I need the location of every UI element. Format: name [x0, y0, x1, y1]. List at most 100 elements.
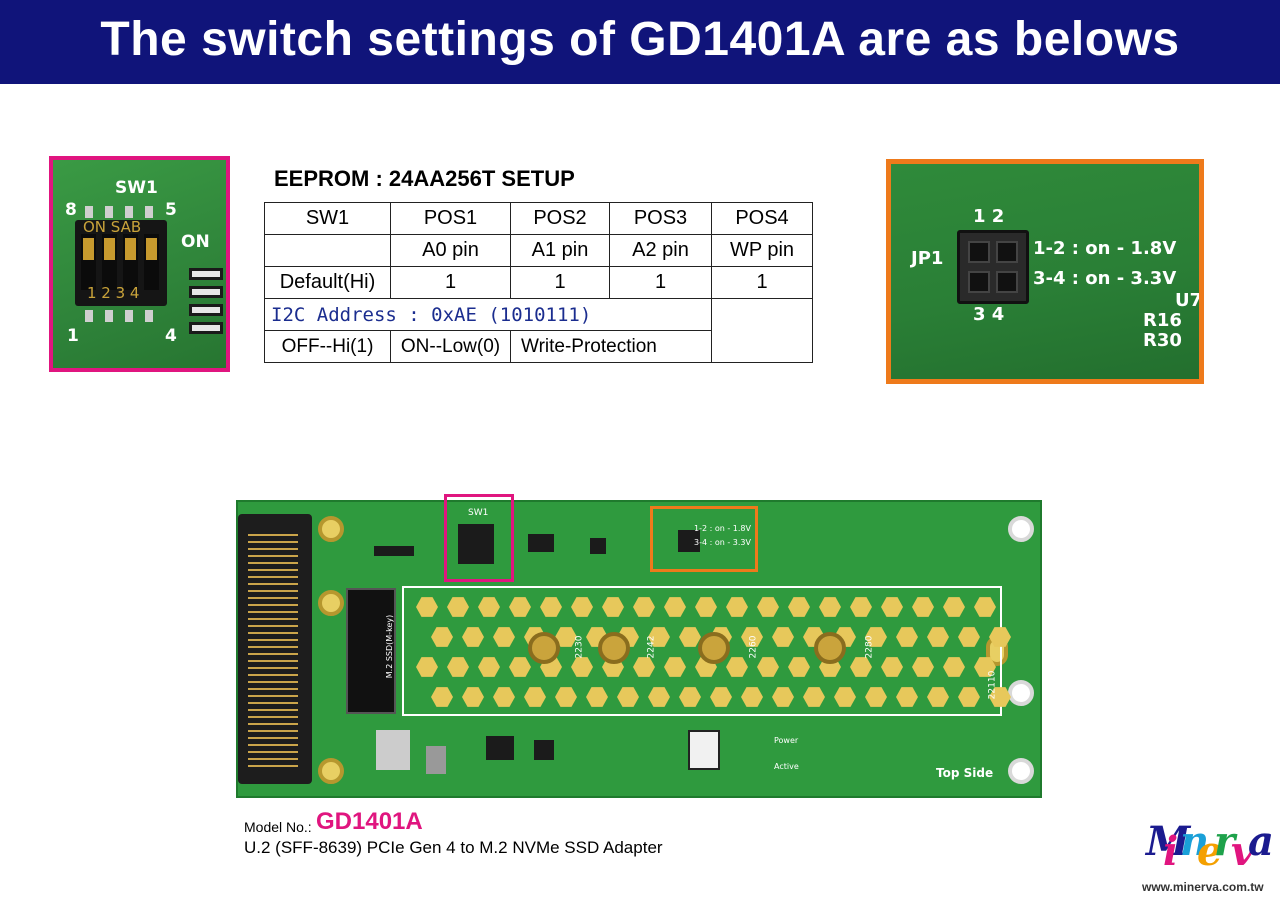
gold-finger [248, 716, 298, 718]
silk-2242: 2242 [646, 635, 657, 659]
smd-pads [189, 268, 225, 338]
mount-hole [318, 516, 344, 542]
hex-pad [555, 687, 577, 707]
table-header-cell: SW1 [264, 202, 391, 235]
hex-pad [943, 657, 965, 677]
hex-pad [633, 597, 655, 617]
logo-letter: i [1163, 828, 1179, 875]
gold-finger [248, 611, 298, 613]
ic-chip [528, 534, 554, 552]
table-cell: A0 pin [390, 234, 511, 267]
inductor [426, 746, 446, 774]
jp1-highlight-box [650, 506, 758, 572]
gold-finger [248, 562, 298, 564]
hex-pad [447, 657, 469, 677]
pin-5-label: 5 [165, 200, 177, 220]
top-side-label: Top Side [936, 766, 994, 780]
pcb-background [891, 164, 1199, 379]
hex-pad [493, 687, 515, 707]
hex-pad [989, 627, 1011, 647]
ssd-mount-2230 [528, 632, 560, 664]
hex-pad [912, 597, 934, 617]
table-cell: Default(Hi) [264, 266, 391, 299]
hex-pad [726, 657, 748, 677]
hex-pad [865, 627, 887, 647]
hex-pad [819, 597, 841, 617]
gold-finger [248, 534, 298, 536]
hex-pad [927, 687, 949, 707]
table-cell: A2 pin [609, 234, 712, 267]
model-number: GD1401A [316, 808, 423, 835]
hex-pad [989, 687, 1011, 707]
jumper-setting-2: 3-4 : on - 3.3V [1033, 268, 1177, 289]
gold-finger [248, 653, 298, 655]
sw1-photo: SW1 8 5 1 4 ON ON SAB 1 2 3 4 [49, 156, 230, 372]
hex-pad [648, 627, 670, 647]
logo-letter: a [1248, 818, 1274, 865]
hex-pad [493, 627, 515, 647]
table-cell [264, 234, 391, 267]
ssd-mount-2260 [698, 632, 730, 664]
gold-finger [248, 737, 298, 739]
hex-pad [602, 597, 624, 617]
header-pin [996, 271, 1018, 293]
table-header-cell: POS4 [711, 202, 813, 235]
hex-pad [927, 627, 949, 647]
website-url: www.minerva.com.tw [1142, 880, 1264, 894]
hex-pad [788, 657, 810, 677]
table-cell-empty [711, 298, 813, 363]
silk-2260: 2260 [748, 635, 759, 659]
hex-pad [772, 627, 794, 647]
sw1-highlight-box [444, 494, 514, 582]
header-pin [968, 271, 990, 293]
silk-22110: 22110 [987, 670, 998, 700]
hex-pad [881, 657, 903, 677]
hex-pad [757, 657, 779, 677]
eeprom-setup-table: SW1 POS1 POS2 POS3 POS4 A0 pin A1 pin A2… [264, 202, 813, 363]
mount-hole [1008, 758, 1034, 784]
hex-pad [958, 687, 980, 707]
table-row: Default(Hi) 1 1 1 1 [264, 266, 813, 299]
u2-chip [376, 730, 410, 770]
dip-knob [146, 238, 157, 260]
header-pin [996, 241, 1018, 263]
logo-letter: r [1214, 818, 1236, 865]
dip-knob [104, 238, 115, 260]
hex-pad [943, 597, 965, 617]
mount-hole [1008, 680, 1034, 706]
silk-2280: 2280 [864, 635, 875, 659]
dip-knob [125, 238, 136, 260]
gold-finger [248, 660, 298, 662]
m2-slot [346, 588, 396, 714]
table-cell: A1 pin [510, 234, 610, 267]
gold-finger [248, 548, 298, 550]
hex-pad [788, 597, 810, 617]
logo-letter: n [1180, 818, 1210, 865]
ssd-area [402, 586, 1011, 716]
u7-label: U7 [1175, 290, 1203, 311]
table-cell: 1 [609, 266, 712, 299]
hex-pad [555, 627, 577, 647]
table-header-cell: POS2 [510, 202, 610, 235]
board-photo: 2230 2242 2260 2280 22110 M.2 SSD(M-key)… [236, 494, 1042, 798]
pin-8-label: 8 [65, 200, 77, 220]
pad [189, 268, 223, 280]
hex-pad [478, 657, 500, 677]
ic-chip [534, 740, 554, 760]
jumper-small [678, 530, 700, 552]
gold-finger [248, 625, 298, 627]
r16-label: R16 [1143, 310, 1182, 331]
table-header-cell: POS3 [609, 202, 712, 235]
hex-pad [896, 687, 918, 707]
hex-pad [695, 597, 717, 617]
dip-slot [81, 234, 96, 290]
gold-finger [248, 618, 298, 620]
header-connector [374, 546, 414, 556]
dip-slot [144, 234, 159, 290]
gold-finger [248, 765, 298, 767]
hex-pad [462, 627, 484, 647]
jumper-header [957, 230, 1029, 304]
r30-label: R30 [1143, 330, 1182, 351]
dip-knob [83, 238, 94, 260]
